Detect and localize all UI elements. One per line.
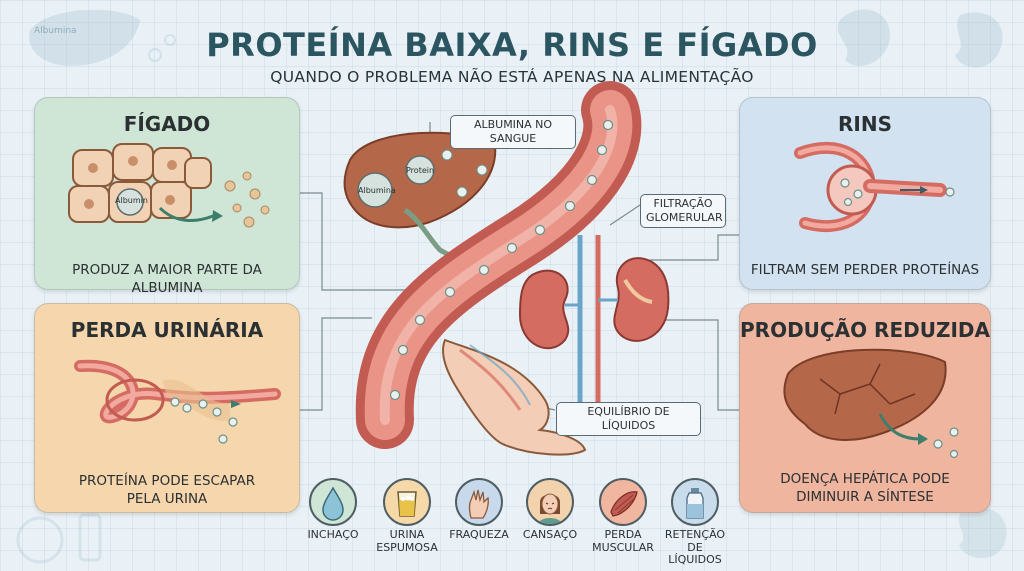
symptom-label: FRAQUEZA (446, 528, 512, 542)
panel-producao-reduzida: PRODUÇÃO REDUZIDA DOENÇA HEPÁTICA PODE D… (739, 303, 991, 513)
liver-label-protein: Protein (406, 166, 435, 175)
hand-icon (455, 478, 503, 526)
symptom-cansaco: CANSAÇO (517, 478, 583, 542)
symptom-label-line1: RETENÇÃO (664, 528, 726, 541)
symptom-label: PERDA MUSCULAR (590, 528, 656, 554)
swollen-leg-icon (442, 338, 587, 456)
page-title: PROTEÍNA BAIXA, RINS E FÍGADO (206, 26, 818, 64)
tired-face-icon (526, 478, 574, 526)
decor-top-right-kidney-icon (837, 9, 1003, 68)
panel-perda-text-line1: PROTEÍNA PODE ESCAPAR (78, 473, 256, 489)
panel-producao-title: PRODUÇÃO REDUZIDA (740, 318, 990, 342)
symptom-label-line1: PERDA (604, 528, 642, 541)
panel-rins: RINS FILTRAM SEM PERDER PROTEÍNAS (739, 97, 991, 290)
symptom-inchaco: INCHAÇO (300, 478, 366, 542)
liver-cells-icon (68, 143, 270, 228)
panel-perda-text: PROTEÍNA PODE ESCAPAR PELA URINA (35, 472, 299, 508)
decor-bottom-left-flask-icon (16, 513, 102, 564)
symptom-label-line1: URINA (389, 528, 425, 541)
liver-label-albumina: Albumina (358, 186, 396, 195)
callout-albumina-no-sangue: ALBUMINA NO SANGUE (450, 115, 576, 149)
fluid-bottle-icon (671, 478, 719, 526)
panel-perda-title: PERDA URINÁRIA (70, 318, 264, 342)
urine-cup-icon (383, 478, 431, 526)
symptom-label: INCHAÇO (300, 528, 366, 542)
callout-equilibrio-liquidos: EQUILÍBRIO DE LÍQUIDOS (556, 402, 701, 436)
panel-figado-text: PRODUZ A MAIOR PARTE DA ALBUMINA (72, 262, 262, 297)
symptom-label-line1: CANSAÇO (522, 528, 578, 541)
symptom-label: CANSAÇO (517, 528, 583, 542)
panel-figado: FÍGADO Albumin PRODUZ A MAIOR PARTE DA A… (34, 97, 300, 296)
panel-producao-text: DOENÇA HEPÁTICA PODE DIMINUIR A SÍNTESE (740, 470, 990, 506)
panel-producao-text-line2: DIMINUIR A SÍNTESE (796, 489, 934, 506)
symptom-perda-muscular: PERDA MUSCULAR (590, 478, 656, 554)
liver-cell-label: Albumin (115, 196, 148, 205)
central-liver-icon (343, 131, 502, 274)
page-subtitle: QUANDO O PROBLEMA NÃO ESTÁ APENAS NA ALI… (270, 68, 754, 86)
symptom-label-line2: DE LÍQUIDOS (668, 540, 722, 567)
kidneys-icon (518, 235, 670, 410)
muscle-icon (599, 478, 647, 526)
droplet-icon (309, 478, 357, 526)
panel-perda-urinaria: PERDA URINÁRIA PROTEÍNA PODE ESCAPAR PEL… (34, 303, 300, 513)
panel-perda-text-line2: PELA URINA (126, 491, 208, 508)
decor-top-left-liver-icon (29, 9, 176, 66)
symptom-label: URINA ESPUMOSA (374, 528, 440, 554)
panel-figado-title: FÍGADO (123, 112, 211, 136)
callout-filtracao-line2: GLOMERULAR (646, 210, 723, 224)
decor-albumina-label: Albumina (34, 26, 77, 36)
panel-producao-text-line1: DOENÇA HEPÁTICA PODE (780, 471, 950, 487)
callout-filtracao-glomerular: FILTRAÇÃO GLOMERULAR (640, 194, 726, 228)
blood-vessel-icon (355, 81, 642, 449)
symptom-retencao-liquidos: RETENÇÃO DE LÍQUIDOS (662, 478, 728, 567)
panel-rins-text: FILTRAM SEM PERDER PROTEÍNAS (750, 262, 980, 278)
symptom-urina-espumosa: URINA ESPUMOSA (374, 478, 440, 554)
symptom-label-line2: MUSCULAR (592, 540, 654, 554)
symptom-fraqueza: FRAQUEZA (446, 478, 512, 542)
symptom-label-line1: FRAQUEZA (449, 528, 509, 541)
panel-rins-title: RINS (838, 112, 892, 136)
decor-bottom-right-organ-icon (958, 507, 1007, 559)
symptom-label-line1: INCHAÇO (307, 528, 359, 541)
callout-filtracao-line1: FILTRAÇÃO (653, 197, 713, 210)
damaged-liver-icon (783, 348, 959, 459)
nephron-leak-icon (74, 359, 281, 444)
symptom-label-line2: ESPUMOSA (376, 540, 438, 554)
glomerulus-filter-icon (794, 142, 955, 233)
symptom-label: RETENÇÃO DE LÍQUIDOS (662, 528, 728, 567)
